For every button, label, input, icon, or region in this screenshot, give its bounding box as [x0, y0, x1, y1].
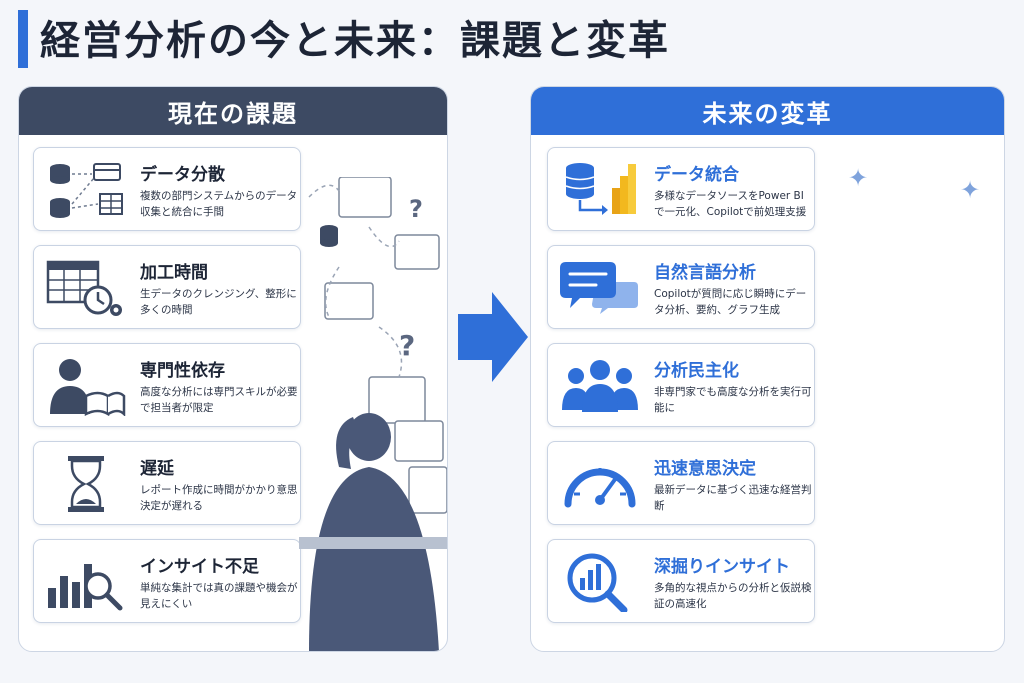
- speedometer-icon: [558, 452, 642, 516]
- solution-title: 迅速意思決定: [654, 459, 756, 479]
- stressed-analyst-illustration: ? ?: [299, 177, 447, 651]
- solution-title: 分析民主化: [654, 361, 739, 381]
- future-transformation-panel: 未来の変革 データ統合 多様なデータソースをPower BIで一元化、Copil…: [530, 86, 1005, 652]
- people-group-icon: [558, 354, 642, 418]
- issue-card-processing-time: 加工時間 生データのクレンジング、整形に多くの時間: [33, 245, 301, 329]
- issue-title: 専門性依存: [140, 361, 225, 381]
- person-book-icon: [44, 354, 128, 418]
- issue-desc: 複数の部門システムからのデータ収集と統合に手間: [140, 190, 298, 218]
- solution-card-rapid-decision: 迅速意思決定 最新データに基づく迅速な経営判断: [547, 441, 815, 525]
- svg-text:?: ?: [409, 195, 423, 223]
- solution-title: 深掘りインサイト: [654, 557, 790, 577]
- solution-desc: 非専門家でも高度な分析を実行可能に: [654, 386, 812, 414]
- hourglass-icon: [44, 452, 128, 516]
- sparkle-icon: ✦: [848, 164, 869, 192]
- issue-card-expertise-dependency: 専門性依存 高度な分析には専門スキルが必要で担当者が限定: [33, 343, 301, 427]
- chat-bubble-icon: [558, 256, 642, 320]
- solution-title: 自然言語分析: [654, 263, 756, 283]
- svg-text:?: ?: [399, 329, 415, 362]
- solution-card-analysis-democratization: 分析民主化 非専門家でも高度な分析を実行可能に: [547, 343, 815, 427]
- solution-card-deep-insight: 深掘りインサイト 多角的な視点からの分析と仮説検証の高速化: [547, 539, 815, 623]
- solution-desc: 多角的な視点からの分析と仮説検証の高速化: [654, 582, 812, 610]
- spreadsheet-clock-icon: [44, 256, 128, 320]
- database-network-icon: [44, 158, 128, 222]
- issue-card-delay: 遅延 レポート作成に時間がかかり意思決定が遅れる: [33, 441, 301, 525]
- current-issues-heading: 現在の課題: [19, 87, 447, 135]
- issue-desc: 生データのクレンジング、整形に多くの時間: [140, 288, 297, 316]
- issue-title: インサイト不足: [140, 557, 259, 577]
- solution-title: データ統合: [654, 165, 739, 185]
- solution-desc: Copilotが質問に応じ瞬時にデータ分析、要約、グラフ生成: [654, 288, 807, 316]
- solution-desc: 最新データに基づく迅速な経営判断: [654, 484, 812, 512]
- database-powerbi-icon: [558, 158, 642, 222]
- magnifier-chart-icon: [558, 550, 642, 614]
- issue-card-data-dispersion: データ分散 複数の部門システムからのデータ収集と統合に手間: [33, 147, 301, 231]
- solution-desc: 多様なデータソースをPower BIで一元化、Copilotで前処理支援: [654, 190, 807, 218]
- issue-title: 遅延: [140, 459, 174, 479]
- sparkle-icon: ✦: [960, 176, 981, 204]
- issue-desc: レポート作成に時間がかかり意思決定が遅れる: [140, 484, 298, 512]
- issue-card-insight-shortage: インサイト不足 単純な集計では真の課題や機会が見えにくい: [33, 539, 301, 623]
- issue-desc: 単純な集計では真の課題や機会が見えにくい: [140, 582, 298, 610]
- bar-chart-magnifier-icon: [44, 550, 128, 614]
- solution-card-data-integration: データ統合 多様なデータソースをPower BIで一元化、Copilotで前処理…: [547, 147, 815, 231]
- confident-analyst-illustration: [821, 167, 1005, 652]
- page-title: 経営分析の今と未来：課題と変革: [40, 18, 670, 64]
- title-accent-bar: [18, 10, 28, 68]
- issue-title: データ分散: [140, 165, 225, 185]
- transition-arrow-icon: [458, 292, 528, 382]
- solution-card-natural-language-analysis: 自然言語分析 Copilotが質問に応じ瞬時にデータ分析、要約、グラフ生成: [547, 245, 815, 329]
- future-transformation-heading: 未来の変革: [531, 87, 1004, 135]
- issue-title: 加工時間: [140, 263, 208, 283]
- current-issues-panel: 現在の課題 データ分散 複数の部門システムからのデータ収集と統合に手間: [18, 86, 448, 652]
- issue-desc: 高度な分析には専門スキルが必要で担当者が限定: [140, 386, 298, 414]
